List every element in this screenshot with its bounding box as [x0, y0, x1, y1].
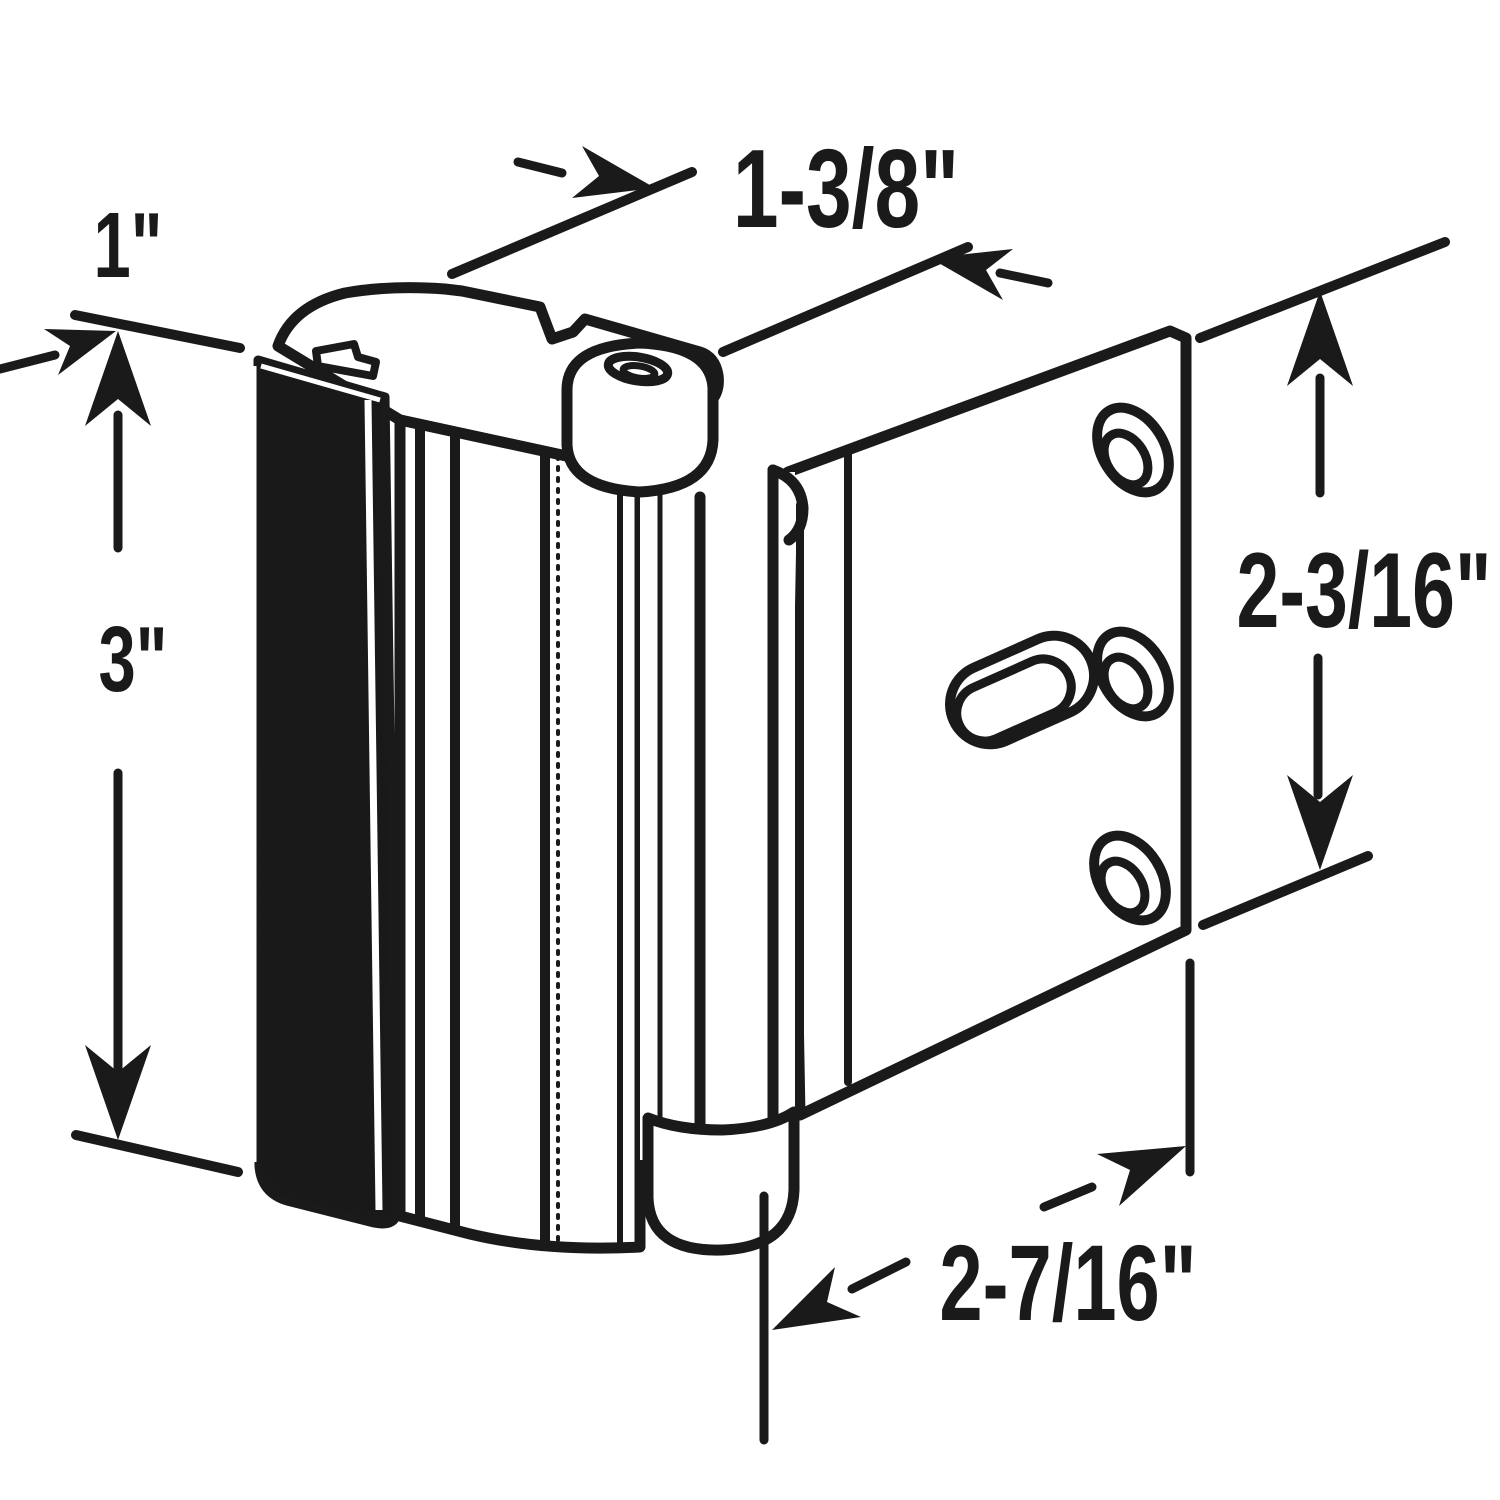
arrowhead-up-right-icon [1097, 1146, 1186, 1206]
arrowhead-up-icon [85, 331, 151, 426]
arrowhead-down-left-icon [772, 1267, 861, 1330]
screw-hole-top [1092, 402, 1174, 498]
oblong-slot [945, 630, 1099, 750]
right-extension-line [718, 242, 973, 357]
pad-highlight-top [260, 363, 381, 403]
screw-hole-middle [1092, 626, 1174, 722]
arrowhead-down-icon [85, 1045, 151, 1140]
arrow-tail [0, 350, 60, 374]
dimension-plate-height: 2-3/16" [1195, 237, 1492, 930]
top-hinge-barrel [561, 337, 719, 498]
bottom-hinge-barrel [642, 1106, 800, 1256]
left-extension-line [447, 167, 697, 279]
hinge-knuckle-column [640, 464, 809, 1237]
right-arrow-tail [995, 268, 1053, 288]
rubber-pad-face [253, 355, 402, 1229]
left-arrow-tail [513, 157, 567, 178]
dimension-label-plate-height: 2-3/16" [1237, 531, 1492, 650]
dimension-label-plate-width: 2-7/16" [939, 1222, 1196, 1343]
top-extension-line [1195, 237, 1450, 343]
dimension-body-height: 3" [71, 331, 243, 1177]
pad-highlight-right [364, 399, 383, 1211]
dimension-label-top-width: 1-3/8" [733, 127, 959, 251]
pad-top-clip [312, 340, 380, 380]
dimension-plate-width: 2-7/16" [759, 958, 1197, 1445]
arrowhead-down-icon [1287, 775, 1353, 870]
tick-line [70, 310, 245, 353]
dimension-top-width: 1-3/8" [447, 127, 1053, 357]
bottom-extension-line [1198, 851, 1373, 930]
arrowhead-right-icon [572, 146, 655, 198]
lock-body [251, 282, 809, 1256]
left-arrow-tail [847, 1257, 911, 1294]
rubber-pad [251, 340, 402, 1229]
bottom-tick-line [71, 1130, 243, 1177]
dimension-label-pad-depth: 1" [94, 194, 163, 297]
arrowhead-left-icon [930, 249, 1013, 300]
arrowhead-right-icon [44, 329, 116, 375]
dimension-label-body-height: 3" [99, 608, 168, 711]
mounting-plate [782, 325, 1192, 1121]
body-front-face [394, 414, 646, 1254]
dimension-pad-depth: 1" [0, 194, 245, 375]
right-arrow-tail [1039, 1182, 1097, 1212]
arrowhead-up-icon [1287, 291, 1353, 386]
screw-hole-bottom [1089, 830, 1171, 926]
